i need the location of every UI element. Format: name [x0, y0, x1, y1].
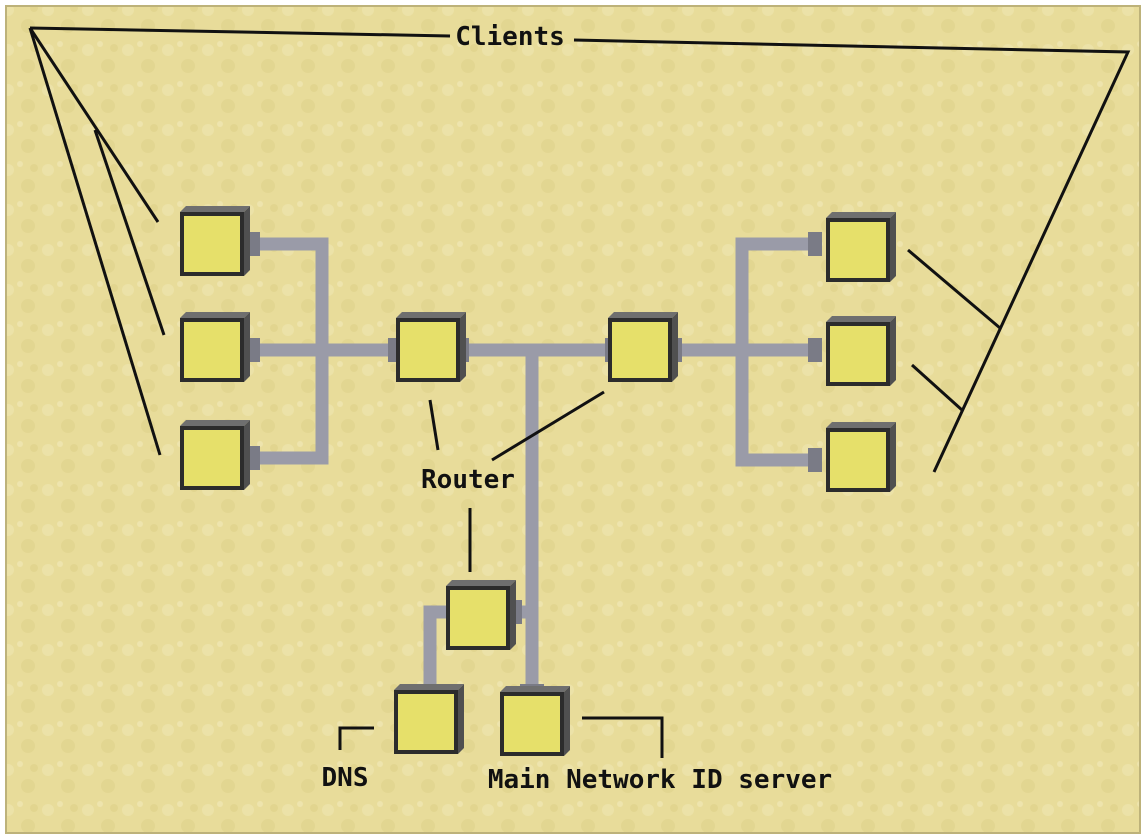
main-network-id-server-label: Main Network ID server [488, 765, 832, 795]
dns-server-node [394, 684, 464, 754]
client-node-left-1 [180, 206, 250, 276]
router-node-bottom [446, 580, 516, 650]
router-node-right [608, 312, 678, 382]
router-node-left [396, 312, 466, 382]
client-node-right-1 [826, 212, 896, 282]
dns-label: DNS [322, 763, 369, 793]
client-node-left-3 [180, 420, 250, 490]
router-label: Router [421, 465, 515, 495]
background [5, 5, 1141, 834]
main-network-id-server-node [500, 686, 570, 756]
client-node-right-3 [826, 422, 896, 492]
client-node-left-2 [180, 312, 250, 382]
clients-label: Clients [455, 22, 565, 52]
annotation-lines [28, 26, 1131, 758]
client-node-right-2 [826, 316, 896, 386]
